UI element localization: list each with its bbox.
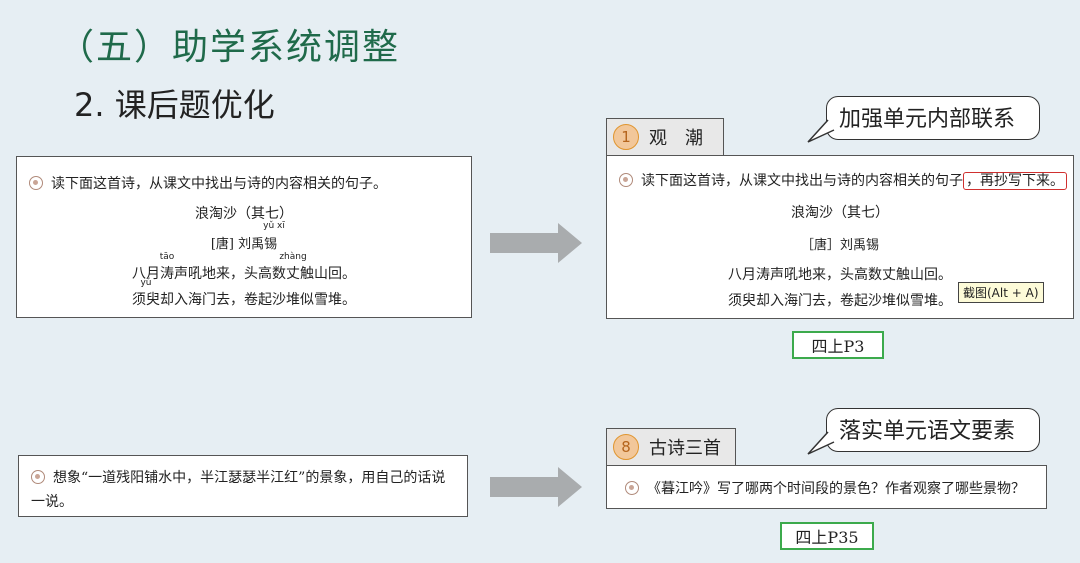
arrow-right-icon xyxy=(490,223,582,263)
pinyin-char: yú 须臾 xyxy=(132,278,160,309)
left-bottom-question-box: 想象“一道残阳铺水中，半江瑟瑟半江红”的景象，用自己的话说一说。 xyxy=(18,455,468,517)
page-subtitle: 2. 课后题优化 xyxy=(74,86,275,124)
poem-title: 浪淘沙（其七） xyxy=(195,206,293,222)
right-top-question: 读下面这首诗，从课文中找出与诗的内容相关的句子，再抄写下来。 xyxy=(619,170,1067,190)
page-label-p35: 四上P35 xyxy=(780,522,874,550)
poem-line-1: 八月涛声吼地来，头高数丈触山回。 xyxy=(728,267,952,283)
question-icon xyxy=(29,176,43,190)
pinyin-zhang: zhàng xyxy=(279,252,307,262)
right-bottom-question: 《暮江吟》写了哪两个时间段的景色？作者观察了哪些景物？ xyxy=(625,478,1025,498)
question-text: 读下面这首诗，从课文中找出与诗的内容相关的句子 xyxy=(641,173,963,189)
callout-tail-icon xyxy=(807,431,835,455)
lesson-number-badge: 8 xyxy=(613,434,639,460)
callout-internal-connection: 加强单元内部联系 xyxy=(826,96,1040,140)
char-tao: 涛 xyxy=(160,266,174,282)
lesson-title: 观 潮 xyxy=(649,128,703,149)
callout-text: 加强单元内部联系 xyxy=(839,107,1016,132)
line1-part-a: 八月 xyxy=(132,266,160,282)
right-bottom-question-box: 《暮江吟》写了哪两个时间段的景色？作者观察了哪些景物？ xyxy=(606,465,1047,509)
pinyin-yu: yú xyxy=(140,278,152,288)
question-text: 想象“一道残阳铺水中，半江瑟瑟半江红”的景象，用自己的话说一说。 xyxy=(31,470,446,510)
question-text: 读下面这首诗，从课文中找出与诗的内容相关的句子。 xyxy=(51,176,387,192)
author-pinyin: yǔ xī xyxy=(263,221,285,231)
pinyin-char: tāo 涛 xyxy=(160,252,175,283)
question-text: 《暮江吟》写了哪两个时间段的景色？作者观察了哪些景物？ xyxy=(647,481,1025,497)
line2-rest: 却入海门去，卷起沙堆似雪堆。 xyxy=(160,292,356,308)
callout-text: 落实单元语文要素 xyxy=(839,419,1016,444)
poem-line-2: 须臾却入海门去，卷起沙堆似雪堆。 xyxy=(728,293,952,309)
question-icon xyxy=(31,470,45,484)
question-icon xyxy=(625,481,639,495)
left-bottom-question: 想象“一道残阳铺水中，半江瑟瑟半江红”的景象，用自己的话说一说。 xyxy=(31,466,457,514)
left-top-question-box: 读下面这首诗，从课文中找出与诗的内容相关的句子。 浪淘沙（其七） yǔ xī [… xyxy=(16,156,472,318)
pinyin-tao: tāo xyxy=(159,252,175,262)
line1-part-c: 触山回。 xyxy=(300,266,356,282)
poem-line-2: yú 须臾却入海门去，卷起沙堆似雪堆。 xyxy=(17,278,471,309)
char-yu: 须臾 xyxy=(132,292,160,308)
left-top-question: 读下面这首诗，从课文中找出与诗的内容相关的句子。 xyxy=(29,173,387,193)
poem-line-1: 八月 tāo 涛声吼地来，头高数 zhàng 丈触山回。 xyxy=(17,252,471,283)
callout-unit-elements: 落实单元语文要素 xyxy=(826,408,1040,452)
arrow-right-icon xyxy=(490,467,582,507)
screenshot-tooltip: 截图(Alt + A) xyxy=(958,282,1044,303)
line1-part-b: 声吼地来，头高数 xyxy=(174,266,286,282)
callout-tail-icon xyxy=(807,119,835,143)
lesson-number-badge: 1 xyxy=(613,124,639,150)
pinyin-char: zhàng 丈 xyxy=(279,252,306,283)
char-zhang: 丈 xyxy=(286,266,300,282)
question-icon xyxy=(619,173,633,187)
lesson-title: 古诗三首 xyxy=(649,438,721,459)
highlighted-addition: ，再抄写下来。 xyxy=(963,172,1067,190)
lesson-tag-gushi: 8 古诗三首 xyxy=(606,428,736,466)
page-title: （五）助学系统调整 xyxy=(58,27,401,68)
page-label-p3: 四上P3 xyxy=(792,331,884,359)
poem-author: ［唐］刘禹锡 xyxy=(800,238,879,253)
lesson-tag-guanchao: 1 观 潮 xyxy=(606,118,724,156)
poem-title: 浪淘沙（其七） xyxy=(791,205,889,221)
poem-author: [唐] 刘禹锡 xyxy=(210,237,278,252)
